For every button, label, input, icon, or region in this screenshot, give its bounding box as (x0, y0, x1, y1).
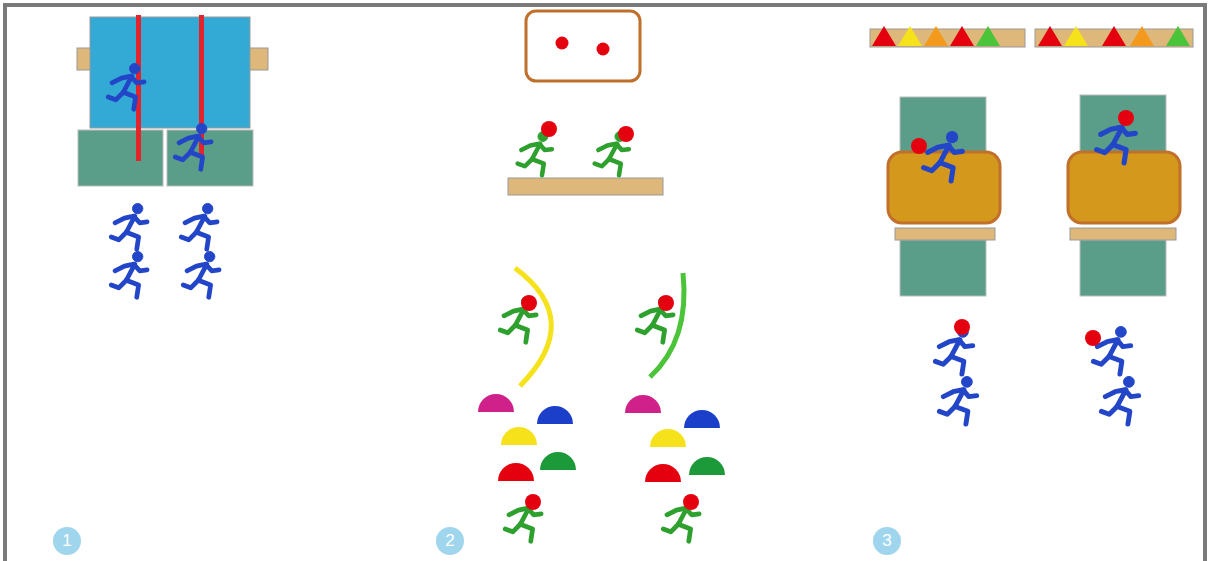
station-one (77, 15, 268, 297)
frame (5, 5, 1205, 561)
callout-text: 2 (445, 531, 454, 551)
callout-number: 1 (53, 527, 81, 555)
callout-number: 2 (436, 527, 464, 555)
station-two (478, 11, 725, 541)
station-three (870, 26, 1193, 424)
callout-text: 1 (62, 531, 71, 551)
callout-text: 3 (882, 531, 891, 551)
callout-number: 3 (873, 527, 901, 555)
